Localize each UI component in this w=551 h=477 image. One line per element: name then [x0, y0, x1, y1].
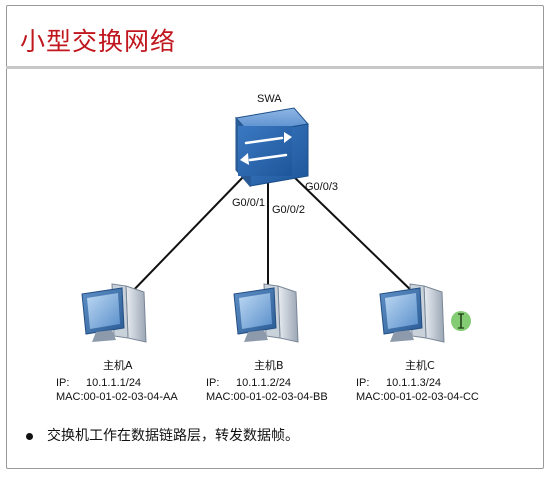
host-a-ip: 10.1.1.1/24 [86, 377, 142, 389]
port-label-g0-0-3: G0/0/3 [305, 181, 339, 193]
host-c-mac: 00-01-02-03-04-CC [383, 391, 479, 403]
switch-icon [235, 107, 309, 188]
title-divider [6, 66, 543, 69]
host-b-mac: 00-01-02-03-04-BB [233, 391, 328, 403]
switch-label: SWA [257, 93, 282, 105]
host-b-info: IP: 10.1.1.2/24 MAC:00-01-02-03-04-BB [206, 376, 328, 404]
host-a-computer-icon [81, 283, 147, 343]
host-a-ip-label: IP: [56, 377, 70, 389]
port-label-g0-0-2: G0/0/2 [272, 204, 306, 216]
host-b-computer-icon [233, 283, 299, 343]
host-c-computer-icon [379, 283, 445, 343]
host-a-info: IP: 10.1.1.1/24 MAC:00-01-02-03-04-AA [56, 376, 178, 404]
host-b-ip: 10.1.1.2/24 [236, 377, 292, 389]
host-c-ip: 10.1.1.3/24 [386, 377, 442, 389]
host-c-info: IP: 10.1.1.3/24 MAC:00-01-02-03-04-CC [356, 376, 479, 404]
cursor-highlight-icon [451, 311, 471, 331]
host-b-ip-label: IP: [206, 377, 220, 389]
host-b-mac-label: MAC: [206, 391, 234, 403]
bullet-dot-icon [26, 432, 33, 440]
host-a-name: 主机A [103, 359, 133, 372]
note-text: 交换机工作在数据链路层，转发数据帧。 [47, 428, 299, 444]
host-a-mac-label: MAC: [56, 391, 84, 403]
host-c-name: 主机C [405, 359, 435, 372]
slide-title: 小型交换网络 [20, 27, 177, 56]
host-c-ip-label: IP: [356, 377, 370, 389]
slide-frame [6, 5, 544, 469]
host-c-mac-label: MAC: [356, 391, 384, 403]
note-bullet: 交换机工作在数据链路层，转发数据帧。 [26, 425, 299, 445]
host-b-name: 主机B [254, 359, 284, 372]
port-label-g0-0-1: G0/0/1 [232, 197, 266, 209]
link-swa-hosta [126, 174, 246, 298]
host-a-mac: 00-01-02-03-04-AA [83, 391, 178, 403]
link-swa-hostc [291, 174, 419, 298]
